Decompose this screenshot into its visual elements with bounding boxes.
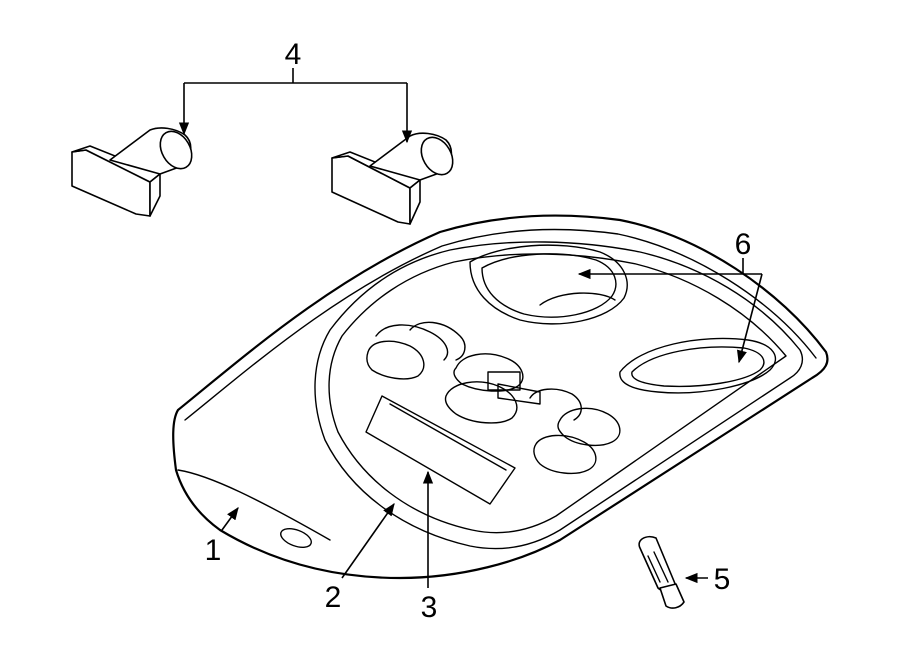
console-housing — [172, 214, 829, 580]
callout-1: 1 — [205, 534, 222, 567]
console-bezel — [314, 241, 804, 550]
callout-2: 2 — [325, 581, 342, 614]
lower-lamp-lens — [619, 337, 776, 394]
leader-lines — [178, 68, 763, 588]
console-buttons — [366, 321, 621, 475]
callout-4: 4 — [285, 38, 302, 71]
upper-lamp-lens — [469, 244, 628, 325]
right-lamp-socket — [331, 132, 454, 225]
callout-3: 3 — [421, 591, 438, 624]
display-window — [365, 395, 516, 505]
bulb — [638, 535, 685, 609]
left-lamp-socket — [71, 127, 193, 217]
callout-6: 6 — [735, 228, 752, 261]
callout-5: 5 — [714, 563, 731, 596]
